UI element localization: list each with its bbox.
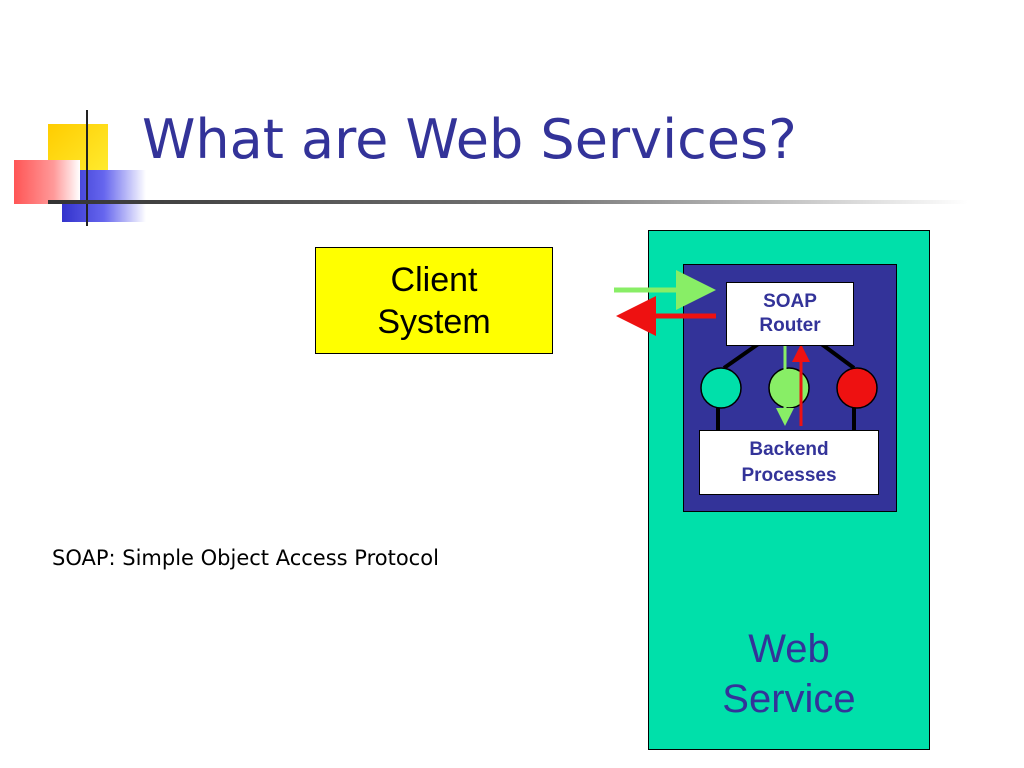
client-label-line2: System bbox=[377, 302, 491, 341]
node-middle bbox=[768, 367, 810, 409]
client-label-line1: Client bbox=[390, 260, 478, 299]
soap-router-box: SOAP Router bbox=[726, 282, 854, 346]
soap-footnote: SOAP: Simple Object Access Protocol bbox=[52, 546, 439, 570]
backend-line2: Processes bbox=[741, 464, 837, 486]
corner-decoration bbox=[14, 110, 146, 226]
backend-processes-box: Backend Processes bbox=[699, 430, 879, 495]
soap-router-line2: Router bbox=[759, 315, 821, 336]
web-service-label-line2: Service bbox=[722, 677, 856, 721]
backend-line1: Backend bbox=[749, 438, 829, 460]
web-service-label-line1: Web bbox=[748, 627, 830, 671]
client-system-box: Client System bbox=[315, 247, 553, 354]
title-underline bbox=[48, 200, 968, 204]
soap-router-line1: SOAP bbox=[763, 291, 817, 312]
node-left bbox=[700, 367, 742, 409]
web-service-label: Web Service bbox=[648, 624, 930, 724]
page-title: What are Web Services? bbox=[142, 108, 797, 171]
node-right bbox=[836, 367, 878, 409]
red-square bbox=[14, 160, 80, 204]
